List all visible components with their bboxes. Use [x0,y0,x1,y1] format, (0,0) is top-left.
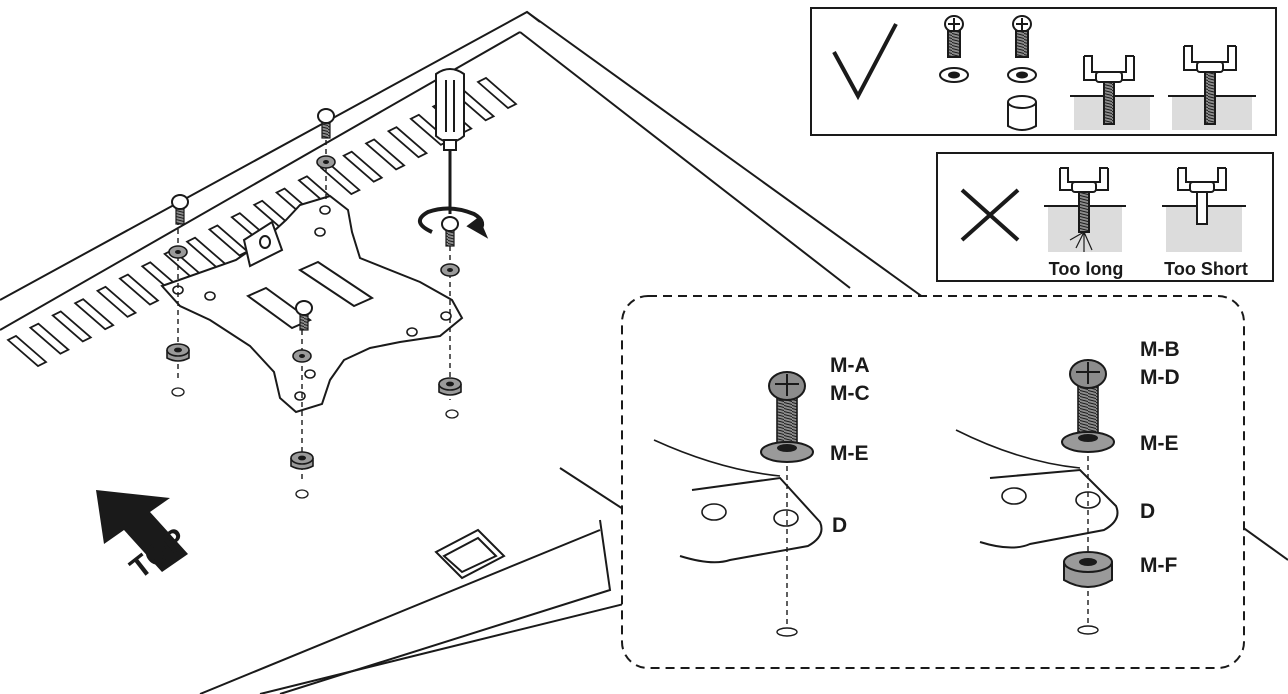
vent-slot [73,298,115,331]
alignment-lines [177,140,451,480]
too-short-screw-icon [1162,167,1246,252]
mount-plate-d [160,194,464,414]
screwdriver-icon [435,68,465,214]
washer-hole [447,268,453,272]
plate-screws [166,108,462,499]
spacer-hole [446,381,454,387]
spacer-hole [174,347,182,353]
washer-hole [175,250,181,254]
vent-slot [28,322,70,355]
cross-icon [960,188,1020,242]
mount-hole [171,387,185,397]
cable-opening [434,528,506,580]
screw-head-icon [171,194,189,210]
vent-slot [364,138,406,171]
vent-slot [207,224,250,257]
washer-hole [299,354,305,358]
top-arrow-icon [96,490,188,572]
correct-fit-spacer-icon [1168,45,1256,130]
screw-shaft [175,207,185,225]
detail-right-plate-label: D [1140,500,1155,523]
screw-head-icon [317,108,335,124]
incorrect-usage-panel: Too long Too Short [936,152,1274,282]
vent-slot [185,236,227,269]
detail-right-washer-label: M-E [1140,432,1179,455]
too-short-label: Too Short [1164,259,1248,279]
rotation-arrow-icon [418,206,489,239]
top-direction-indicator: TOP [96,490,192,586]
spacer-hole [298,455,306,461]
screw-shaft [445,229,455,247]
screw-shaft [321,121,331,139]
screw-shaft [299,313,309,331]
vent-slot [386,126,429,159]
screw-washer-icon [939,15,969,83]
too-long-label: Too long [1049,259,1124,279]
detail-right-panel-edge [955,429,1081,469]
detail-inset: M-A M-C M-E D M-B M-D M-E D M-F [621,295,1245,669]
screw-head-icon [441,216,459,232]
mount-hole [295,489,309,499]
vent-slot [51,310,93,343]
vent-slot [95,285,138,318]
correct-fit-icon [1070,55,1154,130]
detail-right-assembly [955,359,1119,635]
mount-tab [242,220,284,268]
detail-right-screw-label-1: M-B [1140,338,1180,361]
detail-left-plate [679,476,823,564]
detail-left-plate-label: D [832,514,847,537]
detail-left-assembly [653,371,823,637]
detail-left-screw-label-1: M-A [830,354,870,377]
detail-left-panel-edge [653,439,781,477]
mount-plate-holes [172,205,452,401]
screw-washer-spacer-icon [1007,15,1037,131]
detail-left-screw-label-2: M-C [830,382,870,405]
washer-hole [323,160,329,164]
detail-left-washer-label: M-E [830,442,869,465]
detail-right-screw-label-2: M-D [1140,366,1180,389]
correct-usage-panel [810,7,1277,136]
vent-slot [342,150,384,183]
check-icon [832,23,898,101]
screw-head-icon [295,300,313,316]
vent-slot [6,334,48,368]
mount-hole [445,409,459,419]
too-long-screw-icon [1044,167,1126,252]
vent-slot [476,76,518,110]
vent-slot [118,273,160,306]
detail-right-spacer-label: M-F [1140,554,1177,577]
